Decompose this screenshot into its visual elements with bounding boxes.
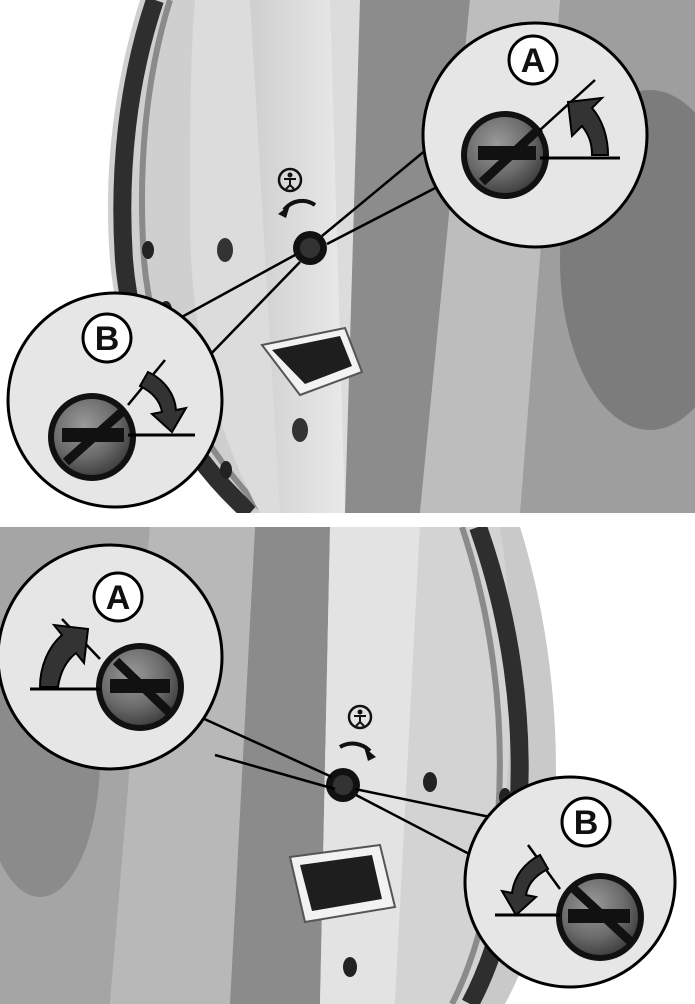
lock-disabled-icon [62, 406, 128, 466]
door-latch [260, 326, 364, 442]
arrow-down-icon [500, 853, 550, 917]
arrow-up-icon [38, 623, 90, 688]
lock-disabled-icon [110, 657, 176, 719]
pillar-hole [217, 238, 233, 262]
callout-a: A [421, 21, 649, 249]
rotate-arrow-icon [278, 198, 317, 218]
arrow-up-icon [566, 96, 610, 156]
door-illustration-left-svg: A B [6, 0, 695, 513]
rotate-arrow-icon [338, 741, 376, 761]
callout-b: B [463, 775, 677, 989]
door-illustration-right-svg: A B [0, 527, 695, 1004]
callout-b-label: B [574, 804, 599, 842]
callout-a: A [0, 543, 224, 771]
arrow-down-icon [138, 370, 188, 434]
callout-b-label: B [95, 320, 120, 358]
callout-leader-a [199, 715, 336, 791]
callout-a-label: A [521, 42, 546, 80]
door-illustration-right: A B [0, 527, 695, 1004]
callout-leader-b [179, 253, 301, 361]
lock-disabled-icon [478, 124, 544, 186]
lock-disabled-icon [568, 885, 634, 945]
child-figure-icon [277, 167, 303, 193]
child-figure-icon [347, 704, 373, 730]
door-latch [288, 843, 397, 924]
door-illustration-left: A B [6, 0, 695, 513]
callout-a-label: A [106, 579, 131, 617]
callout-b: B [6, 291, 224, 509]
callout-leader-b [354, 787, 491, 859]
